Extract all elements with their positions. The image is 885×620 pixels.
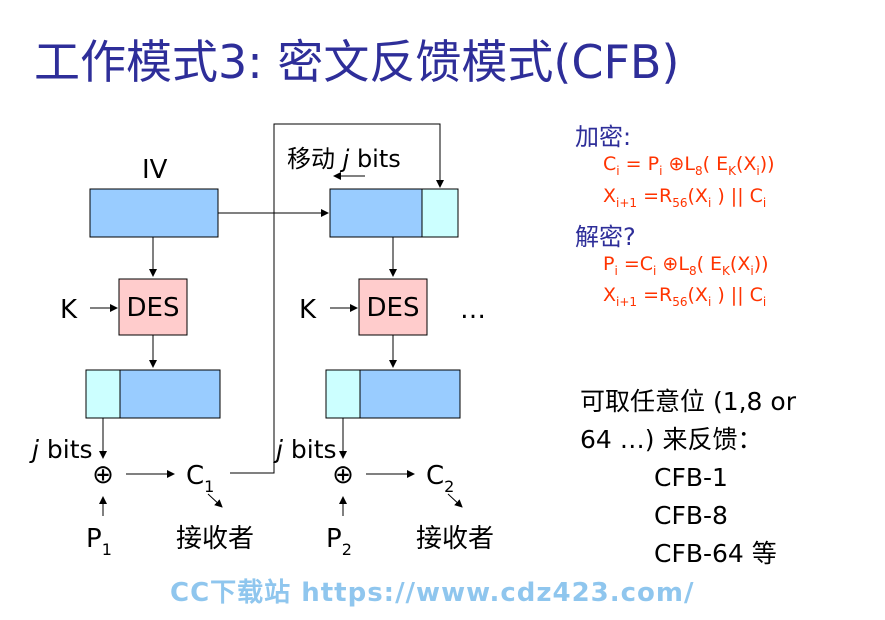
left-xor-symbol: ⊕ xyxy=(92,460,114,490)
feedback-line xyxy=(230,123,444,474)
p1-label: P1 xyxy=(86,524,112,559)
note-line-1: 可取任意位 (1,8 or xyxy=(580,387,796,416)
page-title: 工作模式3: 密文反馈模式(CFB) xyxy=(34,35,680,89)
decrypt-formula-2: Xi+1 =R56(Xi ) || Ci xyxy=(603,284,767,310)
watermark: CC下载站 https://www.cdz423.com/ xyxy=(170,578,695,608)
formula-panel: 加密: Ci = Pi ⊕L8( EK(Xi)) Xi+1 =R56(Xi ) … xyxy=(575,122,875,315)
right-jbits-label: j bits xyxy=(273,435,337,464)
decrypt-heading: 解密? xyxy=(575,222,636,251)
left-des-box xyxy=(118,278,188,336)
note-item-cfb8: CFB-8 xyxy=(654,501,728,530)
left-jbits-label: j bits xyxy=(29,435,93,464)
encrypt-formula-2: Xi+1 =R56(Xi ) || Ci xyxy=(603,184,767,210)
decrypt-formula-1: Pi =Ci ⊕L8( EK(Xi)) xyxy=(603,252,769,278)
left-key-label: K xyxy=(60,295,78,325)
note-line-2: 64 …) 来反馈： xyxy=(580,425,763,454)
receiver-label-2: 接收者 xyxy=(416,524,494,554)
note-item-cfb1: CFB-1 xyxy=(654,463,728,492)
right-output-selected-bits xyxy=(325,369,361,419)
c1-label: C1 xyxy=(186,461,214,496)
ellipsis: … xyxy=(460,295,486,325)
c2-to-receiver-arrow xyxy=(447,493,463,508)
encrypt-heading: 加密: xyxy=(575,123,632,151)
note-item-cfb64: CFB-64 等 xyxy=(654,539,777,568)
receiver-label-1: 接收者 xyxy=(176,524,254,554)
right-des-label: DES xyxy=(367,293,420,323)
left-des-label: DES xyxy=(127,293,180,323)
right-register-feedback-slot xyxy=(421,188,459,238)
feedback-note: 可取任意位 (1,8 or 64 …) 来反馈： CFB-1 CFB-8 CFB… xyxy=(580,383,796,573)
p2-label: P2 xyxy=(326,524,352,559)
c2-label: C2 xyxy=(426,461,454,496)
encrypt-formula-1: Ci = Pi ⊕L8( EK(Xi)) xyxy=(603,153,775,178)
left-shift-register xyxy=(89,188,219,238)
left-output-selected-bits xyxy=(85,369,121,419)
right-des-box xyxy=(358,278,428,336)
right-xor-symbol: ⊕ xyxy=(332,460,354,490)
iv-label: IV xyxy=(142,155,168,185)
c1-to-receiver-arrow xyxy=(207,493,223,508)
shift-label: 移动 j bits xyxy=(287,145,401,173)
right-key-label: K xyxy=(299,295,317,325)
